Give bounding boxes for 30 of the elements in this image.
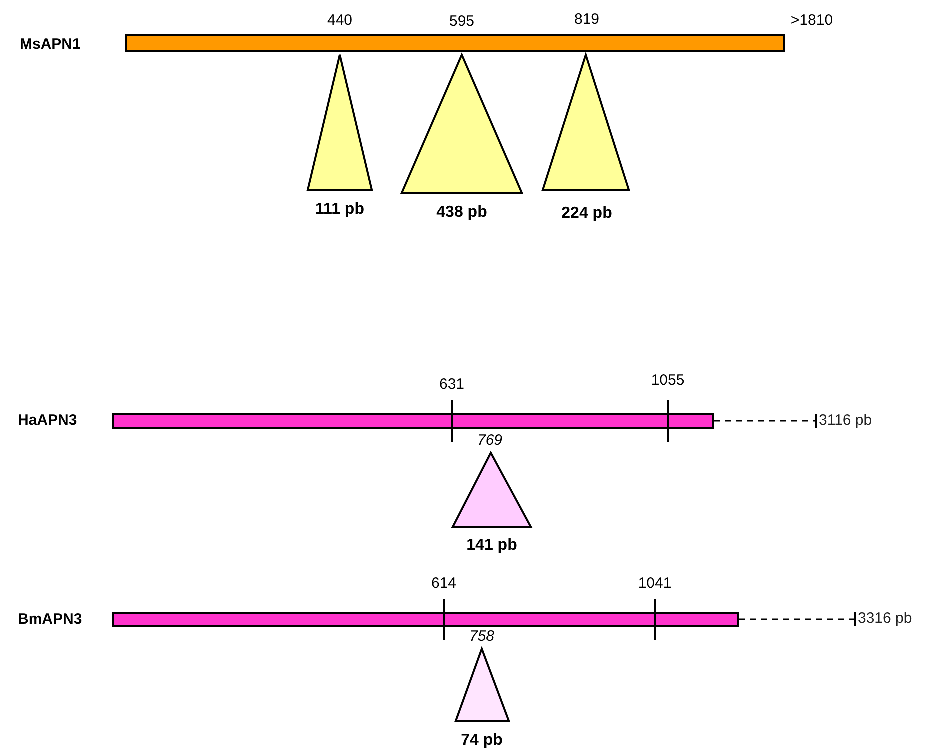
position-label: 440 bbox=[327, 11, 353, 31]
position-label: 1041 bbox=[638, 574, 672, 594]
dashed-line bbox=[714, 413, 817, 429]
insert-triangle bbox=[542, 54, 630, 191]
gene-bar bbox=[112, 612, 739, 627]
position-label: 631 bbox=[439, 375, 465, 395]
position-label: >1810 bbox=[790, 11, 834, 31]
gene-name: HaAPN3 bbox=[18, 411, 78, 431]
gene-name: MsAPN1 bbox=[20, 35, 81, 55]
position-label: 769 bbox=[477, 431, 503, 451]
insert-size-label: 74 pb bbox=[461, 731, 503, 751]
insert-size-label: 224 pb bbox=[562, 204, 612, 224]
position-label: 614 bbox=[431, 574, 457, 594]
insert-size-label: 111 pb bbox=[316, 200, 364, 220]
length-label: 3316 pb bbox=[858, 609, 912, 629]
position-label: 595 bbox=[449, 12, 475, 32]
insert-triangle bbox=[455, 648, 510, 722]
gene-bar bbox=[125, 34, 785, 52]
position-label: 819 bbox=[574, 10, 600, 30]
insert-size-label: 141 pb bbox=[466, 536, 518, 556]
dashed-line bbox=[739, 612, 856, 628]
position-label: 758 bbox=[469, 627, 495, 647]
insert-triangle bbox=[452, 452, 532, 528]
insert-triangle bbox=[401, 54, 523, 194]
position-label: 1055 bbox=[651, 371, 685, 391]
gene-name: BmAPN3 bbox=[18, 610, 82, 630]
length-label: 3116 pb bbox=[819, 411, 872, 431]
insert-size-label: 438 pb bbox=[436, 203, 488, 223]
insert-triangle bbox=[307, 54, 373, 191]
gene-bar bbox=[112, 413, 714, 429]
